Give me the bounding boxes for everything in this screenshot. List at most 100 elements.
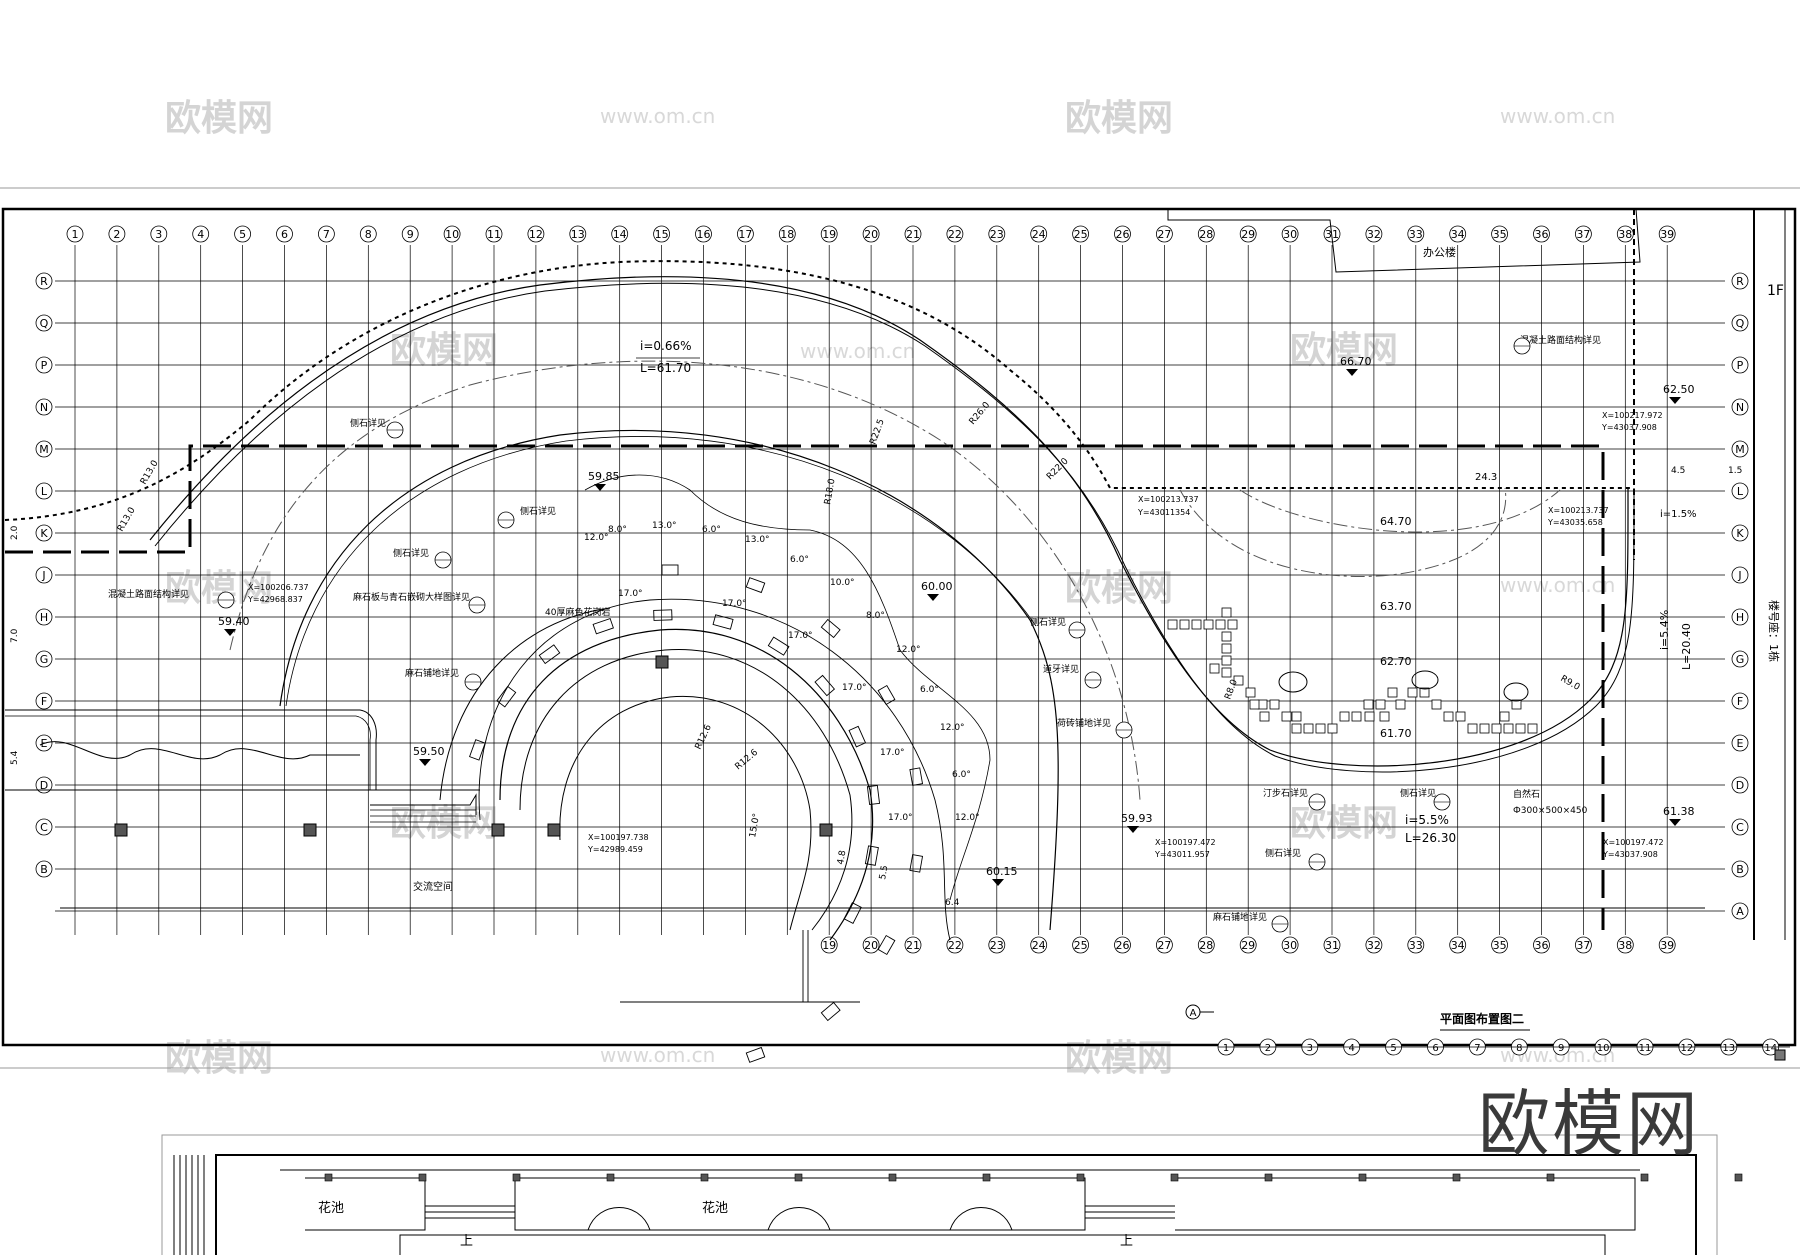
stepping-stone [1249,699,1260,710]
callout-text: 混凝土路面结构详见 [108,588,189,600]
elevation-label: 62.70 [1380,655,1412,668]
bottom-index-label: 8 [1516,1043,1522,1054]
grid-column-label: 33 [1409,228,1423,241]
planter-arc [439,607,611,801]
stepping-stone [1269,699,1280,710]
angle-label: 17.0° [788,631,813,641]
stepping-stone [1479,723,1490,734]
detail-reference-circles [217,337,1531,933]
grid-row-bubble-right [1731,692,1749,710]
grid-row-label: F [41,695,47,708]
seat-block [909,854,924,873]
index-circle-label: A [1190,1008,1197,1019]
grid-column-bubble [317,225,335,243]
grid-row-bubble [35,776,53,794]
grid-row-bubble-right [1731,776,1749,794]
plaza-outer-arc-2 [285,436,1037,707]
elevation-triangle [1669,397,1681,404]
stepping-stone [1221,643,1232,654]
bottom-index-label: 5 [1390,1043,1396,1054]
grid-column-bubble-bottom [1281,936,1299,954]
grid-column-bubble [1658,225,1676,243]
grid-row-bubble-right [1731,734,1749,752]
grid-column-label: 16 [697,228,711,241]
grid-row-label: R [40,275,48,288]
elevation-label: 60.00 [921,580,953,593]
grid-column-bubble [904,225,922,243]
grid-column-bubble [527,225,545,243]
drawing-title: 平面图布置图二 [1440,1011,1524,1026]
slope-length-label: L=20.40 [1680,623,1693,670]
grid-column-label: 37 [1576,228,1590,241]
grid-column-label-bottom: 20 [864,939,878,952]
grid-column-bubble-bottom [1533,936,1550,954]
elevation-label: 59.85 [588,470,620,483]
dimension-label: 1.5 [1728,466,1742,476]
seat-block [767,636,790,656]
grid-column-label: 5 [239,228,246,241]
stepping-stone [1221,631,1232,642]
watermark-text: 欧模网 [1290,330,1398,371]
second-sheet-pillar [1076,1173,1085,1182]
grid-column-bubble [401,225,419,243]
grid-column-bubble [778,225,796,243]
grid-column-bubble [1072,225,1089,243]
natural-rock [1411,670,1439,690]
seat-block [877,934,896,956]
stepping-stone [1407,687,1418,698]
seat-block [712,614,734,630]
angle-label: 17.0° [722,599,747,609]
grid-column-label: 3 [155,228,162,241]
grid-column-bubble [1197,225,1215,243]
stepping-stone [1467,723,1478,734]
grid-row-label-right: R [1736,275,1744,288]
second-sheet-pillar [1734,1173,1743,1182]
bottom-index-label: 2 [1265,1043,1271,1054]
grid-lines [55,245,1725,935]
grid-row-label-right: L [1737,485,1744,498]
callout-text: 混凝土路面结构详见 [1520,334,1601,346]
grid-row-bubble-right [1731,608,1749,626]
grid-column-bubble-bottom [946,936,964,954]
seat-block [745,1046,766,1063]
second-sheet-pillar [888,1173,897,1182]
stepping-stone [1351,711,1362,722]
grid-column-bubble [1114,225,1131,243]
grid-column-bubble-bottom [904,936,922,954]
grid-column-bubble [234,225,252,243]
pillar-marker [547,823,561,837]
grid-column-bubble [820,225,838,243]
grid-column-bubble [150,225,168,243]
exchange-space-label: 交流空间 [413,880,453,893]
grid-column-bubble-bottom [1365,936,1383,954]
pillar-marker [655,655,669,669]
floor-label: 1F [1767,283,1784,299]
watermark-url: www.om.cn [1500,573,1615,597]
grid-column-label-bottom: 37 [1576,939,1590,952]
grid-column-label-bottom: 34 [1451,939,1465,952]
angle-label: 4.8 [836,849,848,865]
grid-column-bubble [737,225,754,243]
grid-column-bubble [1156,225,1173,243]
slope-label: i=5.5% [1405,813,1449,827]
grid-row-bubble [35,314,53,332]
road-edge-inner [154,282,1635,773]
grid-row-bubble-right [1731,482,1749,500]
angle-label: 6.0° [952,770,971,780]
slope-label: i=1.5% [1660,509,1697,520]
grid-row-label-right: P [1737,359,1744,372]
watermark-layer: 欧模网 www.om.cn 欧模网 www.om.cn 欧模网 www.om.c… [165,98,1615,1079]
watermark-text: 欧模网 [390,330,498,371]
elevation-label: 59.40 [218,615,250,628]
flower-pool-label: 花池 [702,1200,728,1216]
bottom-index-label: 13 [1722,1043,1735,1054]
angle-label: 6.0° [702,525,721,535]
grid-column-label: 20 [864,228,878,241]
angle-label: 17.0° [618,589,643,599]
grid-column-label: 19 [822,228,836,241]
grid-column-bubble-bottom [1239,936,1257,954]
elevation-label: 64.70 [1380,515,1412,528]
second-sheet-frame [161,1134,1718,1259]
grid-row-label-right: A [1736,905,1744,918]
watermark-url: www.om.cn [600,104,715,128]
